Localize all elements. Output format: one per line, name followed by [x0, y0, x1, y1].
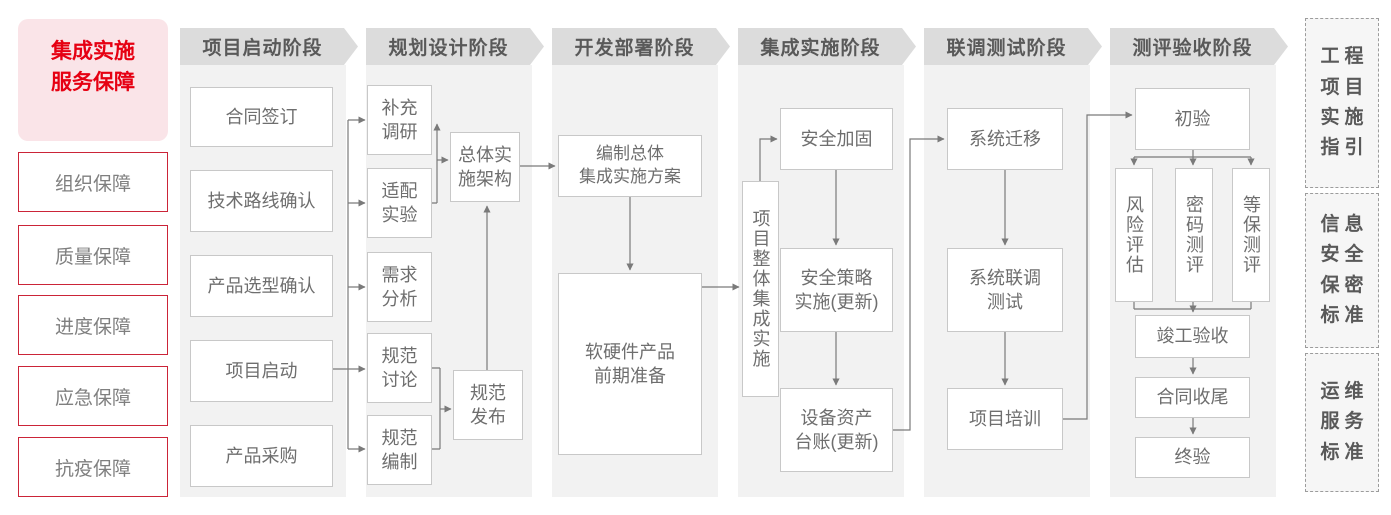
phase-header-development: 开发部署阶段 [552, 28, 730, 65]
node-completion-acceptance: 竣工验收 [1135, 315, 1250, 358]
node-project-kickoff: 项目启动 [190, 340, 333, 402]
node-product-procurement: 产品采购 [190, 425, 333, 487]
standard-operation-maintenance: 运维 服务 标准 [1305, 353, 1379, 492]
standard-information-security: 信息 安全 保密 标准 [1305, 193, 1379, 348]
phase-header-acceptance: 测评验收阶段 [1110, 28, 1288, 65]
node-overall-project-integration: 项目整体集成实施 [742, 181, 779, 397]
node-product-selection: 产品选型确认 [190, 255, 333, 317]
sidebar-item-organization: 组织保障 [18, 152, 168, 212]
node-overall-architecture: 总体实 施架构 [450, 132, 520, 202]
node-security-policy: 安全策略 实施(更新) [780, 248, 893, 332]
node-initial-acceptance: 初验 [1135, 88, 1250, 150]
phase-header-testing: 联调测试阶段 [924, 28, 1102, 65]
node-contract-closeout: 合同收尾 [1135, 377, 1250, 418]
sidebar-title: 集成实施 服务保障 [18, 19, 168, 141]
node-project-training: 项目培训 [947, 388, 1063, 450]
node-asset-ledger: 设备资产 台账(更新) [780, 388, 893, 472]
node-contract-signing: 合同签订 [190, 87, 333, 147]
node-spec-discussion: 规范 讨论 [367, 333, 432, 403]
node-overall-integration-plan: 编制总体 集成实施方案 [558, 135, 702, 197]
sidebar-item-epidemic: 抗疫保障 [18, 437, 168, 497]
node-hw-sw-preparation: 软硬件产品 前期准备 [558, 273, 702, 455]
node-requirement-analysis: 需求 分析 [367, 252, 432, 322]
node-spec-compilation: 规范 编制 [367, 415, 432, 485]
standard-project-implementation-guide: 工程 项目 实施 指引 [1305, 18, 1379, 188]
phase-header-integration: 集成实施阶段 [738, 28, 916, 65]
phase-header-planning: 规划设计阶段 [366, 28, 544, 65]
node-supplementary-research: 补充 调研 [367, 85, 432, 155]
node-adaptation-experiment: 适配 实验 [367, 168, 432, 238]
sidebar-item-emergency: 应急保障 [18, 366, 168, 426]
node-joint-debugging-test: 系统联调 测试 [947, 248, 1063, 332]
node-final-acceptance: 终验 [1135, 437, 1250, 478]
node-system-migration: 系统迁移 [947, 108, 1063, 170]
node-classified-protection-evaluation: 等保测评 [1232, 168, 1270, 302]
phase-header-startup: 项目启动阶段 [180, 28, 358, 65]
sidebar-item-quality: 质量保障 [18, 225, 168, 285]
sidebar-item-schedule: 进度保障 [18, 295, 168, 355]
node-risk-assessment: 风险评估 [1115, 168, 1153, 302]
node-tech-route-confirm: 技术路线确认 [190, 170, 333, 232]
node-security-hardening: 安全加固 [780, 108, 893, 170]
node-spec-release: 规范 发布 [453, 370, 523, 440]
node-crypto-evaluation: 密码测评 [1175, 168, 1213, 302]
